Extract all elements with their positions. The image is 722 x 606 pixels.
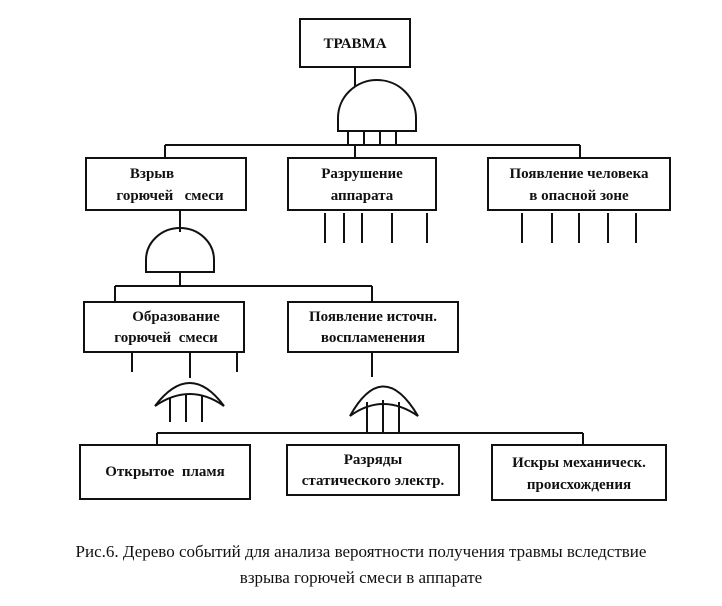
label-ignition-2: воспламенения: [321, 330, 425, 346]
label-sparks-1: Искры механическ.: [512, 455, 646, 471]
and-gate-top: [337, 79, 417, 132]
label-ignition-1: Появление источн.: [309, 309, 437, 325]
or-gate-ignition: [349, 385, 419, 417]
label-explosion-2: горючей смеси: [116, 188, 224, 204]
label-destruction-2: аппарата: [331, 188, 394, 204]
figure-caption-line-2: взрыва горючей смеси в аппарате: [239, 568, 483, 587]
label-person-2: в опасной зоне: [529, 188, 629, 204]
label-mixture-1: Образование: [132, 309, 220, 325]
box-mixture-formation: [83, 301, 245, 353]
or-gate-mixture: [154, 382, 225, 407]
label-sparks-2: происхождения: [527, 477, 631, 493]
box-open-flame: [79, 444, 251, 500]
box-explosion: [85, 157, 247, 211]
box-mechanical-sparks: [491, 444, 667, 501]
box-destruction: [287, 157, 437, 211]
label-person-1: Появление человека: [510, 166, 649, 182]
label-static-1: Разряды: [344, 452, 403, 468]
label-destruction-1: Разрушение: [321, 166, 403, 182]
figure-caption-line-1: Рис.6. Дерево событий для анализа вероят…: [75, 542, 647, 561]
label-static-2: статического электр.: [302, 473, 445, 489]
label-open-flame: Открытое пламя: [105, 464, 224, 480]
box-static-discharge: [286, 444, 460, 496]
and-gate-explosion: [145, 227, 215, 273]
label-explosion-1: Взрыв: [130, 166, 174, 182]
box-person-in-zone: [487, 157, 671, 211]
label-mixture-2: горючей смеси: [114, 330, 218, 346]
label-top-event: ТРАВМА: [323, 36, 386, 52]
